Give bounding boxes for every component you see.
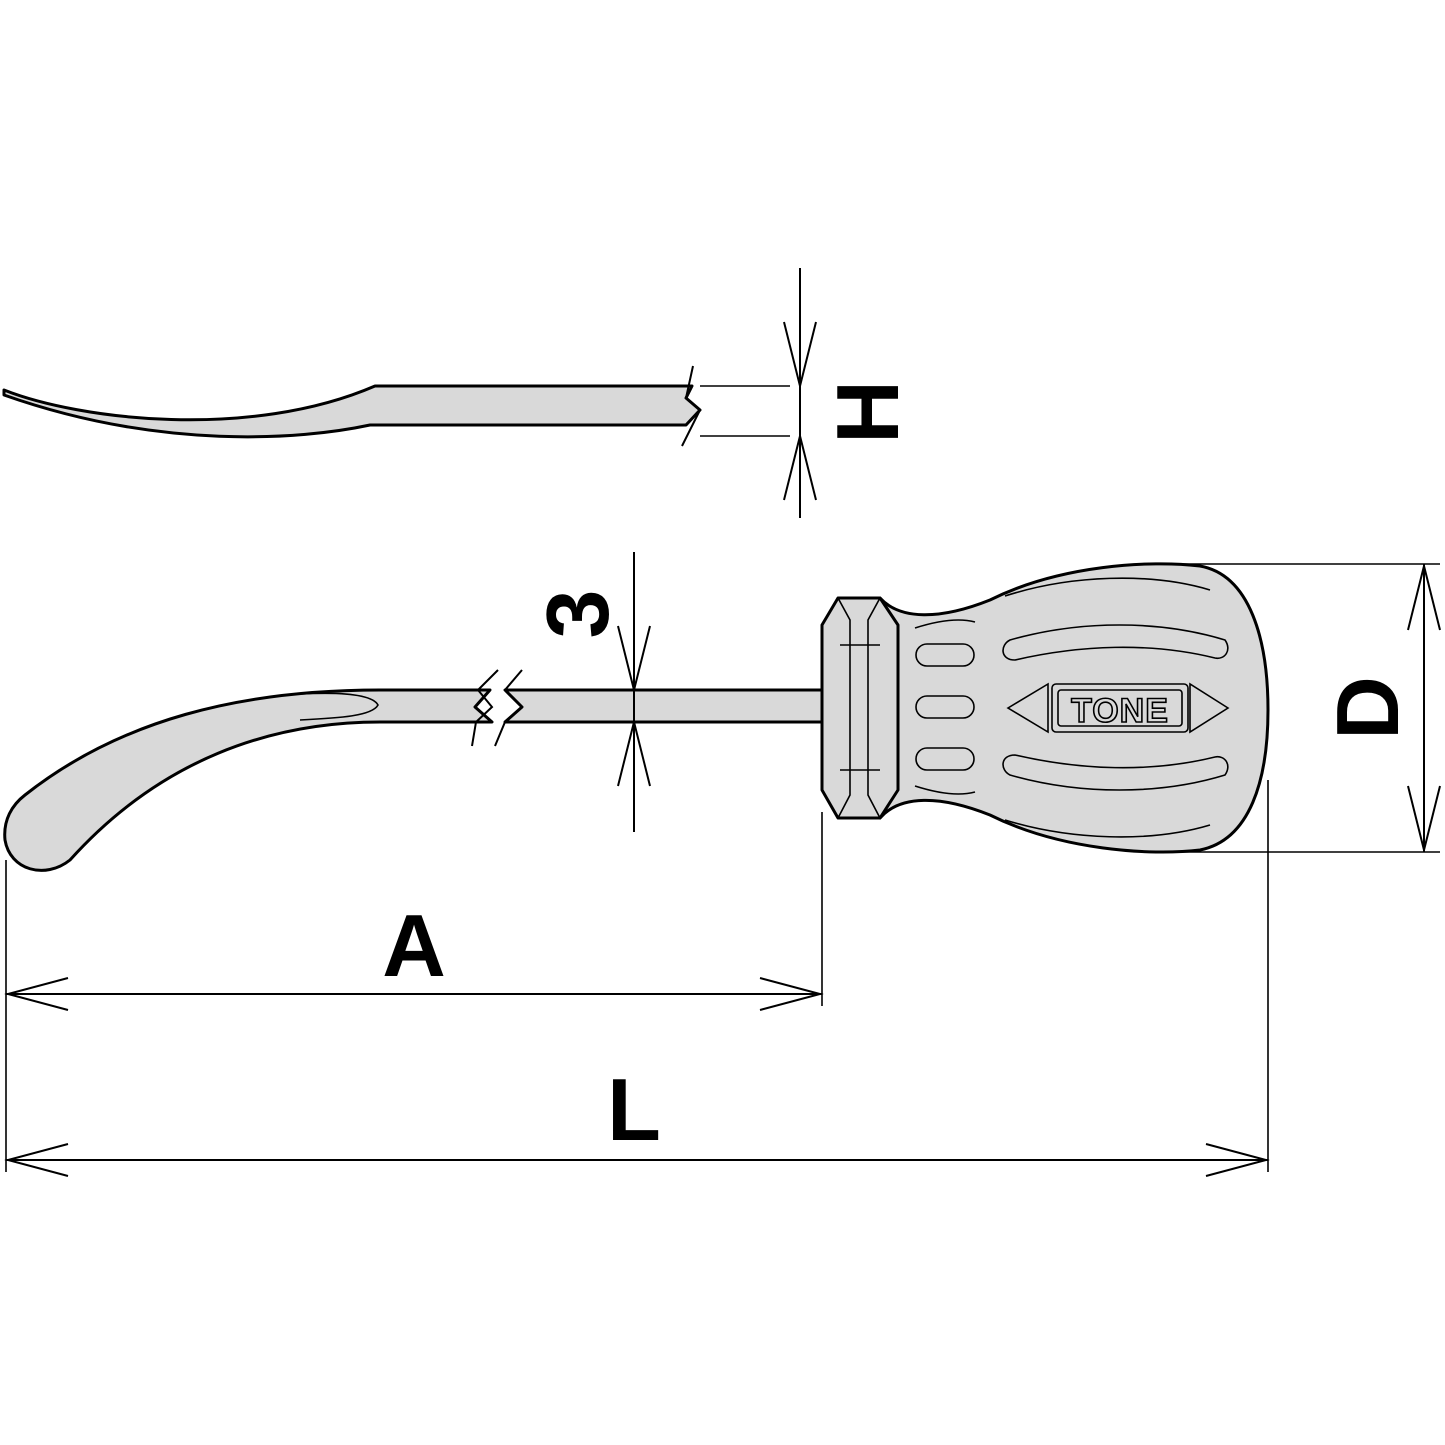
blade-hook-tip [3, 688, 494, 872]
grip-arc-bottom [914, 785, 976, 795]
shaft-arrow-bottom [617, 721, 651, 787]
dimension-a-label: A [382, 896, 446, 995]
dimension-h-label: H [818, 380, 917, 444]
d-arrow-top [1407, 565, 1441, 631]
bolster-facet-2 [867, 597, 881, 819]
brand-logo-text: TONE [1071, 692, 1169, 730]
grip-rib-outer-top [1004, 577, 1211, 597]
grip-rib-top [1002, 624, 1229, 661]
handle-hex-bolster [820, 596, 900, 820]
bolster-facet-1 [837, 597, 851, 819]
h-arrow-top [783, 321, 817, 387]
shaft-break-right [494, 669, 524, 747]
length-dimensions: A L [4, 780, 1270, 1177]
dimension-l-label: L [607, 1060, 661, 1159]
a-arrow-left [4, 977, 69, 1011]
shaft-break-left [471, 669, 499, 747]
shaft [503, 688, 824, 724]
logo-arrow-right [1189, 682, 1230, 734]
grip-rib-outer-bottom [1004, 819, 1211, 838]
grip-oval-3 [915, 747, 975, 771]
blade-side-view: H [2, 268, 917, 518]
grip-arc-top [914, 619, 976, 629]
blade-side-profile [2, 384, 702, 439]
dimension-3-label: 3 [528, 590, 627, 639]
l-arrow-right [1205, 1143, 1270, 1177]
handle: TONE [820, 562, 1270, 854]
grip-oval-1 [915, 643, 975, 667]
logo-frame-outer [1051, 683, 1189, 733]
d-dimension: D [1150, 563, 1441, 853]
d-arrow-bottom [1407, 785, 1441, 851]
shaft-arrow-top [617, 625, 651, 691]
logo-arrow-left [1006, 682, 1049, 734]
blade-groove [299, 692, 379, 721]
h-arrow-bottom [783, 435, 817, 501]
a-arrow-right [759, 977, 824, 1011]
l-arrow-left [4, 1143, 69, 1177]
logo-frame-inner [1057, 689, 1183, 727]
grip-rib-bottom [1002, 754, 1229, 791]
grip-oval-2 [915, 695, 975, 719]
handle-body [878, 562, 1270, 854]
dimension-d-label: D [1318, 676, 1417, 740]
blade-break-mark [681, 365, 702, 447]
screwdriver-main-view: 3 TONE [3, 552, 1270, 872]
